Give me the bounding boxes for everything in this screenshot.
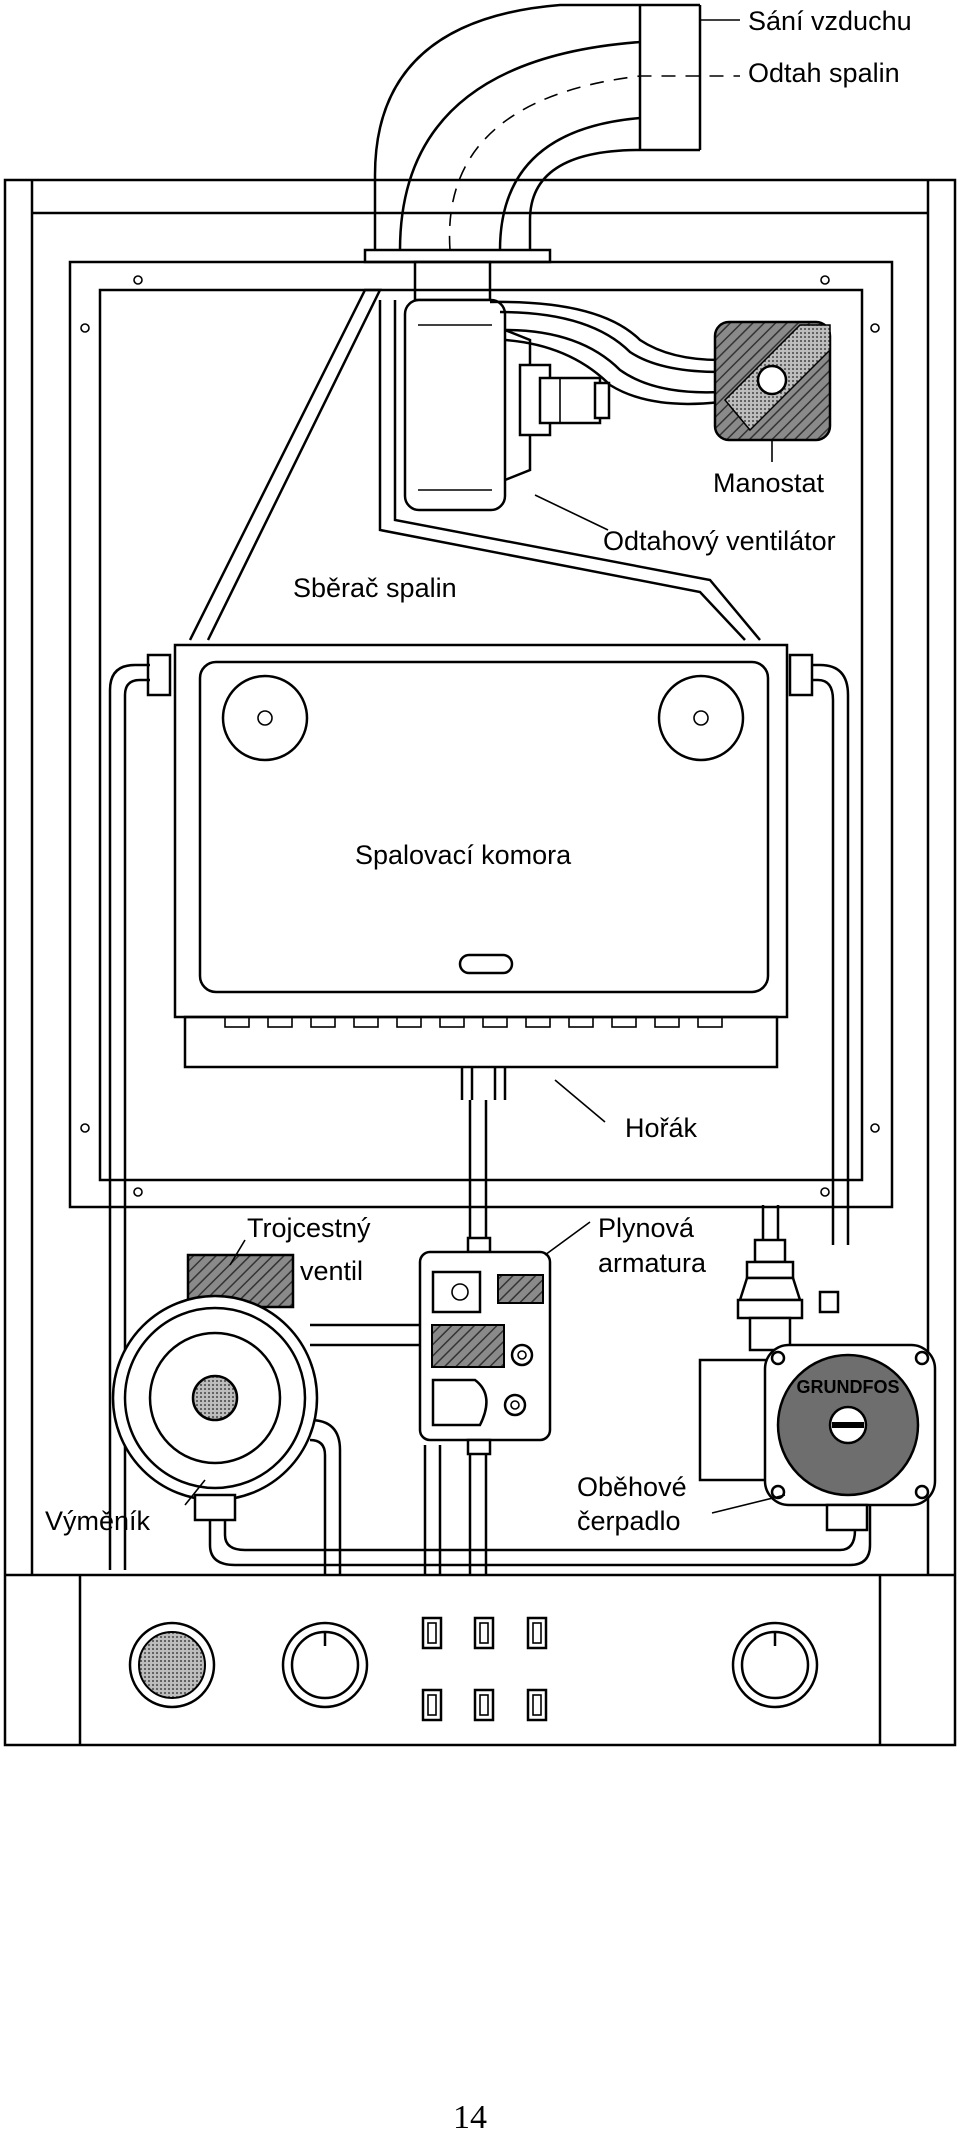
air-intake-label: Sání vzduchu [748, 6, 912, 36]
pump-label-line1: Oběhové [577, 1472, 687, 1502]
gas-valve [418, 1236, 552, 1456]
heat-exchanger [111, 1294, 319, 1522]
three-way-valve-label-line2: ventil [300, 1256, 363, 1286]
pressostat-label: Manostat [713, 468, 825, 498]
combustion-chamber [146, 643, 814, 1019]
circulation-pump: GRUNDFOS [698, 1238, 937, 1532]
pressure-gauge [128, 1621, 216, 1709]
pressostat-hoses [489, 300, 721, 406]
hot-water-knob[interactable] [731, 1621, 819, 1709]
flue-collector [188, 288, 761, 641]
pump-brand-label: GRUNDFOS [797, 1377, 900, 1397]
flue-collector-label: Sběrač spalin [293, 573, 457, 603]
burner [183, 1015, 779, 1100]
gas-valve-label-line1: Plynová [598, 1213, 695, 1243]
burner-label: Hořák [625, 1113, 698, 1143]
switches [421, 1616, 548, 1722]
heating-knob[interactable] [281, 1621, 369, 1709]
flue-fan [403, 298, 611, 512]
control-panel [5, 1573, 955, 1745]
screw-holes [80, 275, 880, 1197]
burner-ramps [224, 1016, 723, 1028]
flue-fan-label: Odtahový ventilátor [603, 526, 836, 556]
boiler-casing [3, 178, 957, 1747]
flue-duct [363, 3, 740, 302]
pump-label-line2: čerpadlo [577, 1506, 681, 1536]
heat-exchanger-label: Výměník [45, 1506, 151, 1536]
three-way-valve-label-line1: Trojcestný [247, 1213, 371, 1243]
gas-valve-label-line2: armatura [598, 1248, 707, 1278]
combustion-chamber-label: Spalovací komora [355, 840, 572, 870]
flue-exhaust-label: Odtah spalin [748, 58, 900, 88]
pressostat [713, 320, 832, 442]
leader-lines [184, 494, 786, 1514]
page-number: 14 [453, 2099, 487, 2135]
